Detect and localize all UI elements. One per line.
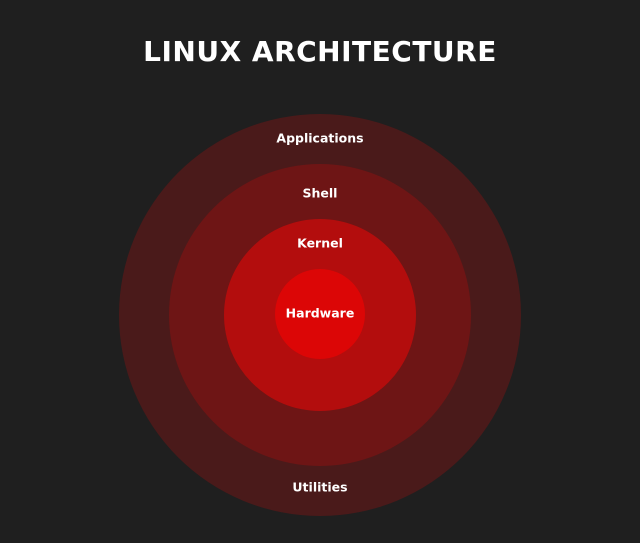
diagram-title: LINUX ARCHITECTURE xyxy=(143,35,497,68)
applications-label: Applications xyxy=(276,131,363,146)
hardware-label: Hardware xyxy=(286,306,355,321)
kernel-label: Kernel xyxy=(297,236,343,251)
shell-label: Shell xyxy=(303,186,338,201)
hardware-core xyxy=(275,269,365,359)
utilities-label: Utilities xyxy=(292,480,347,495)
